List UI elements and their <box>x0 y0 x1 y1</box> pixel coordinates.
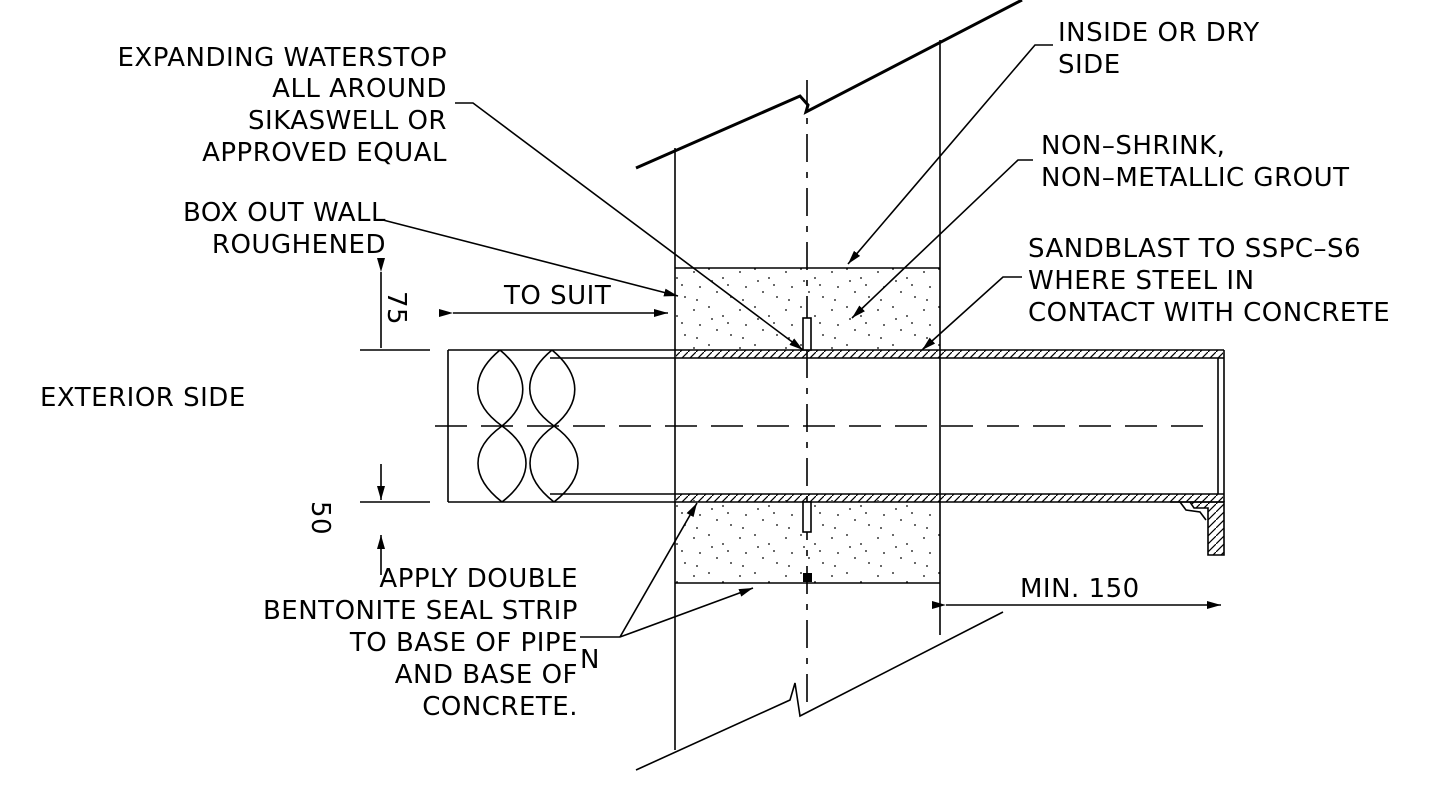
bentonite-label-3: TO BASE OF PIPE <box>349 628 578 658</box>
pipe <box>435 349 1225 503</box>
dimensions <box>360 258 1221 609</box>
waterstop-top <box>802 317 812 351</box>
flange <box>1170 501 1225 556</box>
leader-grout <box>851 159 1033 319</box>
stray-n-label: N <box>580 645 600 675</box>
dry-side-label-2: SIDE <box>1058 50 1121 80</box>
wall-top-break-line <box>635 0 1023 170</box>
waterstop-label-4: APPROVED EQUAL <box>202 138 447 168</box>
sandblast-label-2: WHERE STEEL IN <box>1028 266 1255 296</box>
exterior-side-label: EXTERIOR SIDE <box>40 383 246 413</box>
bentonite-label-4: AND BASE OF <box>395 660 578 690</box>
leader-dry-side <box>847 44 1053 265</box>
pipe-break-s2 <box>477 349 524 503</box>
bentonite-label-1: APPLY DOUBLE <box>379 564 578 594</box>
min-150-label: MIN. 150 <box>1020 574 1140 604</box>
dry-side-label-1: INSIDE OR DRY <box>1058 18 1260 48</box>
wall <box>635 0 1023 771</box>
sandblast-label-3: CONTACT WITH CONCRETE <box>1028 298 1390 328</box>
box-out-label-1: BOX OUT WALL <box>183 198 386 228</box>
grout-label-1: NON–SHRINK, <box>1041 131 1225 161</box>
pipe-wall-hatch-top <box>676 350 1223 358</box>
leader-box-out <box>382 219 679 297</box>
bentonite-label-2: BENTONITE SEAL STRIP <box>263 596 578 626</box>
bentonite-strip-marker <box>803 573 812 582</box>
wall-bottom-break-line <box>635 611 1004 771</box>
waterstop-bottom <box>802 501 812 533</box>
dim-50-label: 50 <box>305 501 335 535</box>
waterstop <box>802 317 812 582</box>
leader-bentonite-pipe <box>619 502 698 638</box>
waterstop-label-1: EXPANDING WATERSTOP <box>118 43 448 73</box>
annotations: EXPANDING WATERSTOP ALL AROUND SIKASWELL… <box>40 18 1390 722</box>
sandblast-label-1: SANDBLAST TO SSPC–S6 <box>1028 234 1361 264</box>
waterstop-label-2: ALL AROUND <box>272 74 447 104</box>
pipe-break-s4 <box>529 349 576 503</box>
box-out-label-2: ROUGHENED <box>212 230 386 260</box>
leader-lines <box>382 44 1053 638</box>
leader-sandblast <box>921 276 1022 351</box>
waterstop-label-3: SIKASWELL OR <box>248 106 447 136</box>
grout-label-2: NON–METALLIC GROUT <box>1041 163 1350 193</box>
dim-75-label: 75 <box>381 291 411 325</box>
leader-bentonite-concrete <box>580 587 754 638</box>
bentonite-label-5: CONCRETE. <box>422 692 578 722</box>
to-suit-label: TO SUIT <box>503 281 611 311</box>
leader-waterstop <box>455 102 804 351</box>
pipe-wall-hatch-bottom <box>676 494 1223 502</box>
